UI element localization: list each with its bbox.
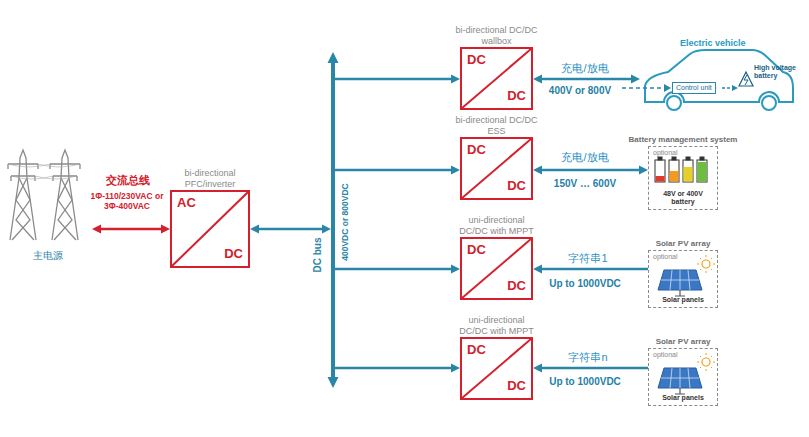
battery-label: High voltage battery: [754, 64, 796, 80]
connector: [533, 364, 648, 373]
voltage-label: Up to 1000VDC: [549, 278, 621, 290]
arrowhead: [322, 225, 331, 234]
edge-label: 交流总线: [104, 174, 152, 187]
vehicle: Electric vehicleControl unit High voltage…: [640, 36, 795, 110]
pylon-pair: [8, 150, 80, 240]
bus-bar: DC bus400VDC or 800VDC: [331, 62, 335, 378]
converter-box: uni-directional DC/DC with MPPTDCDC: [460, 237, 533, 300]
arrowhead: [451, 166, 460, 175]
port-label: AC: [177, 196, 196, 211]
arrowhead: [451, 364, 460, 373]
connector-line: [335, 367, 454, 370]
arrowhead: [639, 166, 648, 175]
converter-box: bi-directional DC/DC wallboxDCDC: [460, 47, 533, 110]
node-heading: bi-directional PFC/inverter: [167, 168, 253, 189]
node-heading: bi-directional DC/DC ESS: [454, 115, 540, 136]
edge-label: 字符串n: [566, 351, 609, 364]
optional-box: Solar PV arrayoptionalSolar panels: [648, 348, 718, 406]
connector-line: [98, 228, 164, 231]
connector-line: [256, 228, 325, 231]
voltage-label: 1Φ-110/230VAC or 3Φ-400VAC: [86, 192, 168, 212]
arrowhead: [250, 225, 259, 234]
port-label: DC: [467, 243, 486, 258]
edge-label: 充电/放电: [559, 151, 610, 164]
optional-tag: optional: [653, 253, 678, 261]
diagonal-line: [462, 239, 531, 298]
connector: [533, 265, 648, 274]
connector: [92, 225, 170, 234]
voltage-label: 400V or 800V: [549, 85, 611, 97]
connector-line: [539, 268, 648, 271]
arrowhead: [533, 75, 542, 84]
solar-panel: [658, 353, 715, 394]
node-heading: bi-directional DC/DC wallbox: [454, 25, 540, 46]
optional-box: Solar PV arrayoptionalSolar panels: [648, 250, 718, 308]
converter-box: bi-directional DC/DC ESSDCDC: [460, 137, 533, 200]
port-label: DC: [224, 247, 243, 262]
port-label: DC: [507, 279, 526, 294]
car-outline: [645, 50, 793, 110]
arrowhead: [451, 75, 460, 84]
connector-line: [539, 169, 642, 172]
arrowhead: [451, 265, 460, 274]
solar-panel: [658, 255, 715, 296]
connector-line: [335, 78, 454, 81]
arrowhead: [92, 225, 101, 234]
diagonal-line: [462, 339, 531, 398]
diagonal-line: [462, 49, 531, 108]
connector: [335, 265, 460, 274]
bus-label: DC bus: [312, 238, 324, 273]
connector-line: [335, 169, 454, 172]
optional-tag: optional: [653, 149, 678, 157]
connector: [533, 166, 648, 175]
converter-box: uni-directional DC/DC with MPPTDCDC: [460, 337, 533, 400]
diagonal-line: [172, 192, 248, 266]
node-heading: uni-directional DC/DC with MPPT: [454, 215, 540, 236]
battery-icons: [655, 157, 707, 182]
port-label: DC: [507, 179, 526, 194]
optional-box: Battery management systemoptional48V or …: [648, 146, 718, 210]
connector: [533, 75, 640, 84]
connector: [250, 225, 331, 234]
voltage-label: 150V … 600V: [554, 178, 616, 190]
arrowhead: [533, 364, 542, 373]
edge-label: 充电/放电: [559, 62, 610, 75]
connector-line: [539, 78, 634, 81]
connector-line: [335, 268, 454, 271]
optional-tag: optional: [653, 351, 678, 359]
hv-symbol: [739, 72, 753, 86]
port-label: DC: [507, 89, 526, 104]
converter-box: bi-directional PFC/inverterACDC: [170, 190, 250, 268]
connector: [335, 364, 460, 373]
node-heading: Solar PV array: [621, 239, 745, 248]
node-label: Solar panels: [651, 296, 715, 304]
connector: [335, 166, 460, 175]
port-label: DC: [467, 53, 486, 68]
diagonal-line: [462, 139, 531, 198]
node-heading: uni-directional DC/DC with MPPT: [454, 315, 540, 336]
edge-label: 字符串1: [566, 252, 609, 265]
arrowhead: [161, 225, 170, 234]
arrowhead: [631, 75, 640, 84]
port-label: DC: [467, 143, 486, 158]
bus-voltage: 400VDC or 800VDC: [341, 183, 351, 260]
node-heading: Battery management system: [621, 135, 745, 144]
arrowhead: [533, 265, 542, 274]
bus-arrowheads: [328, 52, 339, 388]
node-label: Solar panels: [651, 394, 715, 402]
connector: [335, 75, 460, 84]
control-unit: Control unit: [672, 82, 716, 94]
arrowhead: [533, 166, 542, 175]
power-grid: 主电源: [4, 145, 92, 261]
port-label: DC: [507, 379, 526, 394]
node-label: 48V or 400V battery: [651, 190, 715, 206]
node-label: 主电源: [4, 250, 92, 261]
voltage-label: Up to 1000VDC: [549, 376, 621, 388]
connector-line: [539, 367, 648, 370]
vehicle-title: Electric vehicle: [680, 38, 746, 48]
node-heading: Solar PV array: [621, 337, 745, 346]
port-label: DC: [467, 343, 486, 358]
